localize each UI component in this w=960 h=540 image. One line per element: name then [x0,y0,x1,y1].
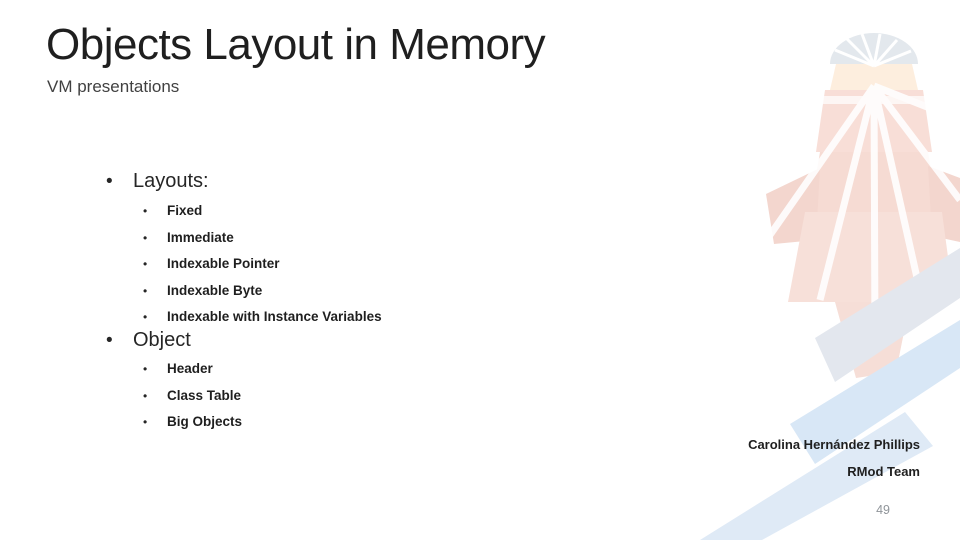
sub-bullet-item: • Fixed [143,198,382,225]
sub-bullet-label: Indexable Byte [167,282,263,298]
sub-bullet-label: Class Table [167,387,242,403]
lighthouse-watermark [700,33,960,540]
page-number: 49 [876,503,890,517]
sub-bullet-item: • Indexable with Instance Variables [143,304,382,331]
slide-subtitle: VM presentations [47,77,180,96]
dome-segments [834,33,912,68]
sub-bullet-dot: • [143,204,148,218]
sub-bullet-dot: • [143,230,148,245]
wave-bottom [700,412,933,540]
credits-team: RMod Team [847,464,920,479]
bullet-label: Layouts: [133,170,209,192]
sub-bullet-dot: • [143,257,148,271]
lighthouse-peach-band [830,64,918,90]
wave-middle [790,320,960,464]
sub-bullet-dot: • [143,310,148,324]
sub-bullet-item: • Big Objects [143,409,242,436]
sub-bullet-item: • Header [143,356,242,383]
sub-bullet-label: Indexable with Instance Variables [167,309,382,324]
credits-author: Carolina Hernández Phillips [748,437,920,452]
sub-bullet-dot: • [143,388,148,403]
sub-bullet-label: Fixed [167,203,203,218]
light-rays [767,82,960,346]
sub-bullet-label: Immediate [167,229,234,245]
sub-bullet-item: • Immediate [143,225,382,252]
sub-bullet-label: Indexable Pointer [167,256,280,271]
sub-bullet-label: Big Objects [167,414,243,429]
bullet-label: Object [133,329,191,351]
sub-bullet-item: • Class Table [143,383,242,410]
bullet-dot: • [106,171,113,192]
sub-bullet-list-object: • Header • Class Table • Big Objects [143,356,242,436]
wave-top [815,248,960,382]
sub-bullet-list-layouts: • Fixed • Immediate • Indexable Pointer … [143,198,382,331]
sub-bullet-dot: • [143,283,148,298]
bullet-item-layouts: • Layouts: [106,170,209,193]
sub-bullet-item: • Indexable Pointer [143,251,382,278]
sub-bullet-label: Header [167,361,213,376]
slide-title: Objects Layout in Memory [46,20,546,69]
sub-bullet-item: • Indexable Byte [143,278,382,305]
sub-bullet-dot: • [143,415,148,429]
bullet-dot: • [106,330,113,351]
bullet-item-object: • Object [106,329,191,352]
sub-bullet-dot: • [143,362,148,376]
